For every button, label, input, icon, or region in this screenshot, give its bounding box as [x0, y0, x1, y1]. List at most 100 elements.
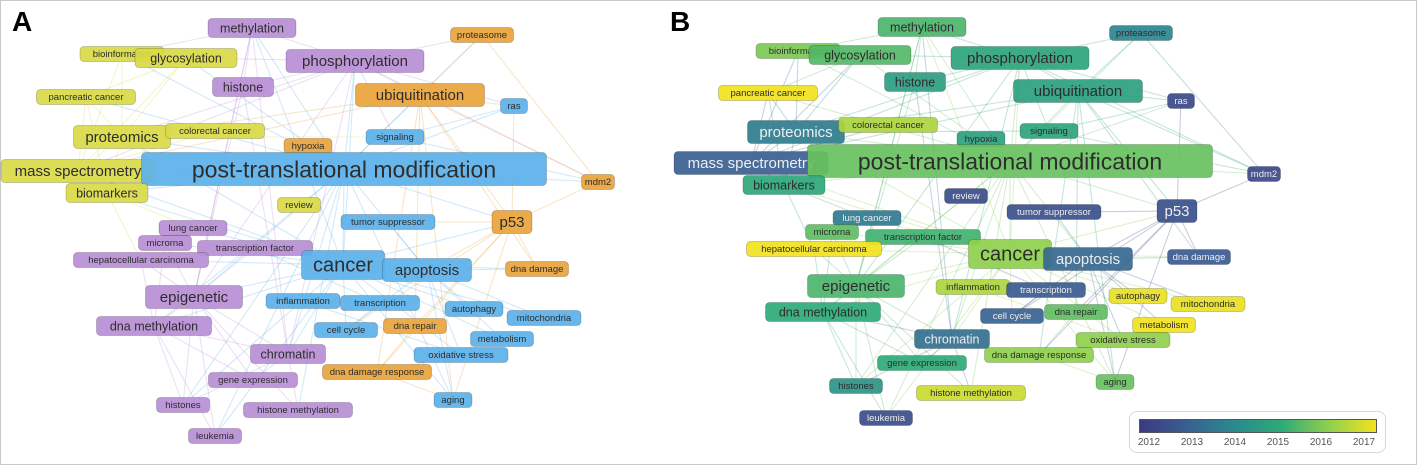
keyword-node[interactable]: gene expression [877, 355, 967, 371]
keyword-node[interactable]: pancreatic cancer [36, 89, 136, 105]
keyword-node[interactable]: proteomics [747, 120, 845, 144]
keyword-node[interactable]: glycosylation [134, 48, 238, 68]
keyword-node[interactable]: cancer [968, 239, 1052, 269]
keyword-node[interactable]: post-translational modification [807, 144, 1213, 178]
keyword-node[interactable]: dna damage [505, 261, 569, 277]
keyword-node[interactable]: methylation [207, 18, 297, 38]
keyword-node[interactable]: dna methylation [765, 302, 881, 322]
keyword-node[interactable]: methylation [877, 17, 967, 37]
keyword-node[interactable]: histones [156, 397, 210, 413]
keyword-node[interactable]: mdm2 [581, 174, 615, 190]
keyword-node[interactable]: histone methylation [243, 402, 353, 418]
keyword-node[interactable]: mass spectrometry [673, 151, 829, 175]
keyword-node[interactable]: pancreatic cancer [718, 85, 818, 101]
keyword-node[interactable]: dna repair [383, 318, 447, 334]
keyword-node[interactable]: transcription [340, 295, 420, 311]
keyword-node[interactable]: phosphorylation [285, 49, 425, 73]
keyword-node[interactable]: hepatocellular carcinoma [746, 241, 882, 257]
keyword-node[interactable]: dna methylation [96, 316, 212, 336]
keyword-node-box [838, 117, 938, 133]
keyword-node[interactable]: ras [1167, 93, 1195, 109]
keyword-node[interactable]: biomarkers [742, 175, 826, 195]
keyword-node[interactable]: proteasome [1109, 25, 1173, 41]
keyword-node[interactable]: cell cycle [314, 322, 378, 338]
keyword-node[interactable]: transcription [1006, 282, 1086, 298]
keyword-node[interactable]: lung cancer [832, 210, 902, 226]
keyword-node[interactable]: signaling [1019, 123, 1079, 139]
keyword-label: gene expression [887, 358, 957, 369]
keyword-node[interactable]: apoptosis [382, 258, 472, 282]
keyword-node[interactable]: epigenetic [145, 285, 243, 309]
keyword-node[interactable]: lung cancer [158, 220, 228, 236]
keyword-label: glycosylation [150, 52, 222, 66]
keyword-node[interactable]: transcription factor [865, 229, 981, 245]
keyword-node[interactable]: dna repair [1044, 304, 1108, 320]
keyword-label: pancreatic cancer [731, 88, 806, 99]
keyword-node[interactable]: colorectal cancer [838, 117, 938, 133]
keyword-node[interactable]: phosphorylation [950, 46, 1090, 70]
keyword-node[interactable]: epigenetic [807, 274, 905, 298]
keyword-node[interactable]: chromatin [250, 344, 326, 364]
keyword-node-box [832, 210, 902, 226]
keyword-node[interactable]: cell cycle [980, 308, 1044, 324]
keyword-node[interactable]: histone [212, 77, 274, 97]
keyword-node[interactable]: gene expression [208, 372, 298, 388]
keyword-node[interactable]: ubiquitination [1013, 79, 1143, 103]
keyword-node[interactable]: p53 [1156, 199, 1198, 223]
keyword-node[interactable]: microrna [805, 224, 859, 240]
keyword-label: histone methylation [257, 405, 339, 416]
keyword-node[interactable]: proteomics [73, 125, 171, 149]
keyword-node[interactable]: transcription factor [197, 240, 313, 256]
keyword-node[interactable]: ras [500, 98, 528, 114]
keyword-node[interactable]: dna damage [1167, 249, 1231, 265]
keyword-node[interactable]: mdm2 [1247, 166, 1281, 182]
keyword-node[interactable]: autophagy [444, 301, 504, 317]
keyword-node[interactable]: histone [884, 72, 946, 92]
keyword-node[interactable]: histones [829, 378, 883, 394]
keyword-label: proteasome [457, 30, 507, 41]
keyword-node[interactable]: oxidative stress [413, 347, 509, 363]
keyword-node[interactable]: leukemia [188, 428, 242, 444]
keyword-label: review [952, 191, 980, 202]
keyword-node[interactable]: tumor suppressor [1006, 204, 1102, 220]
keyword-node[interactable]: microrna [138, 235, 192, 251]
keyword-node[interactable]: aging [433, 392, 473, 408]
co-occurrence-link [1087, 258, 1116, 383]
keyword-node[interactable]: inflammation [935, 279, 1011, 295]
keyword-node-box [1013, 79, 1143, 103]
keyword-node[interactable]: oxidative stress [1075, 332, 1171, 348]
keyword-node-box [212, 77, 274, 97]
keyword-node[interactable]: chromatin [914, 329, 990, 349]
keyword-node[interactable]: colorectal cancer [165, 123, 265, 139]
keyword-node[interactable]: inflammation [265, 293, 341, 309]
keyword-node-box [470, 331, 534, 347]
keyword-node[interactable]: proteasome [450, 27, 514, 43]
keyword-node[interactable]: apoptosis [1043, 247, 1133, 271]
keyword-node[interactable]: hepatocellular carcinoma [73, 252, 209, 268]
keyword-node[interactable]: dna damage response [984, 347, 1094, 363]
keyword-node-box [1167, 249, 1231, 265]
keyword-node[interactable]: leukemia [859, 410, 913, 426]
keyword-node-box [1167, 93, 1195, 109]
keyword-node[interactable]: metabolism [470, 331, 534, 347]
keyword-node[interactable]: metabolism [1132, 317, 1196, 333]
keyword-node[interactable]: aging [1095, 374, 1135, 390]
keyword-node[interactable]: review [944, 188, 988, 204]
keyword-node[interactable]: dna damage response [322, 364, 432, 380]
keyword-node[interactable]: review [277, 197, 321, 213]
keyword-label: transcription [1020, 285, 1072, 296]
keyword-node[interactable]: p53 [491, 210, 533, 234]
keyword-node[interactable]: glycosylation [808, 45, 912, 65]
keyword-node[interactable]: post-translational modification [141, 152, 547, 186]
keyword-node-box [314, 322, 378, 338]
keyword-node[interactable]: ubiquitination [355, 83, 485, 107]
keyword-node[interactable]: histone methylation [916, 385, 1026, 401]
keyword-node[interactable]: tumor suppressor [340, 214, 436, 230]
keyword-node[interactable]: mitochondria [506, 310, 582, 326]
keyword-node[interactable]: signaling [365, 129, 425, 145]
keyword-node[interactable]: mitochondria [1170, 296, 1246, 312]
keyword-node[interactable]: cancer [301, 250, 385, 280]
keyword-label: mdm2 [1251, 169, 1277, 180]
keyword-node[interactable]: biomarkers [65, 183, 149, 203]
keyword-node[interactable]: autophagy [1108, 288, 1168, 304]
